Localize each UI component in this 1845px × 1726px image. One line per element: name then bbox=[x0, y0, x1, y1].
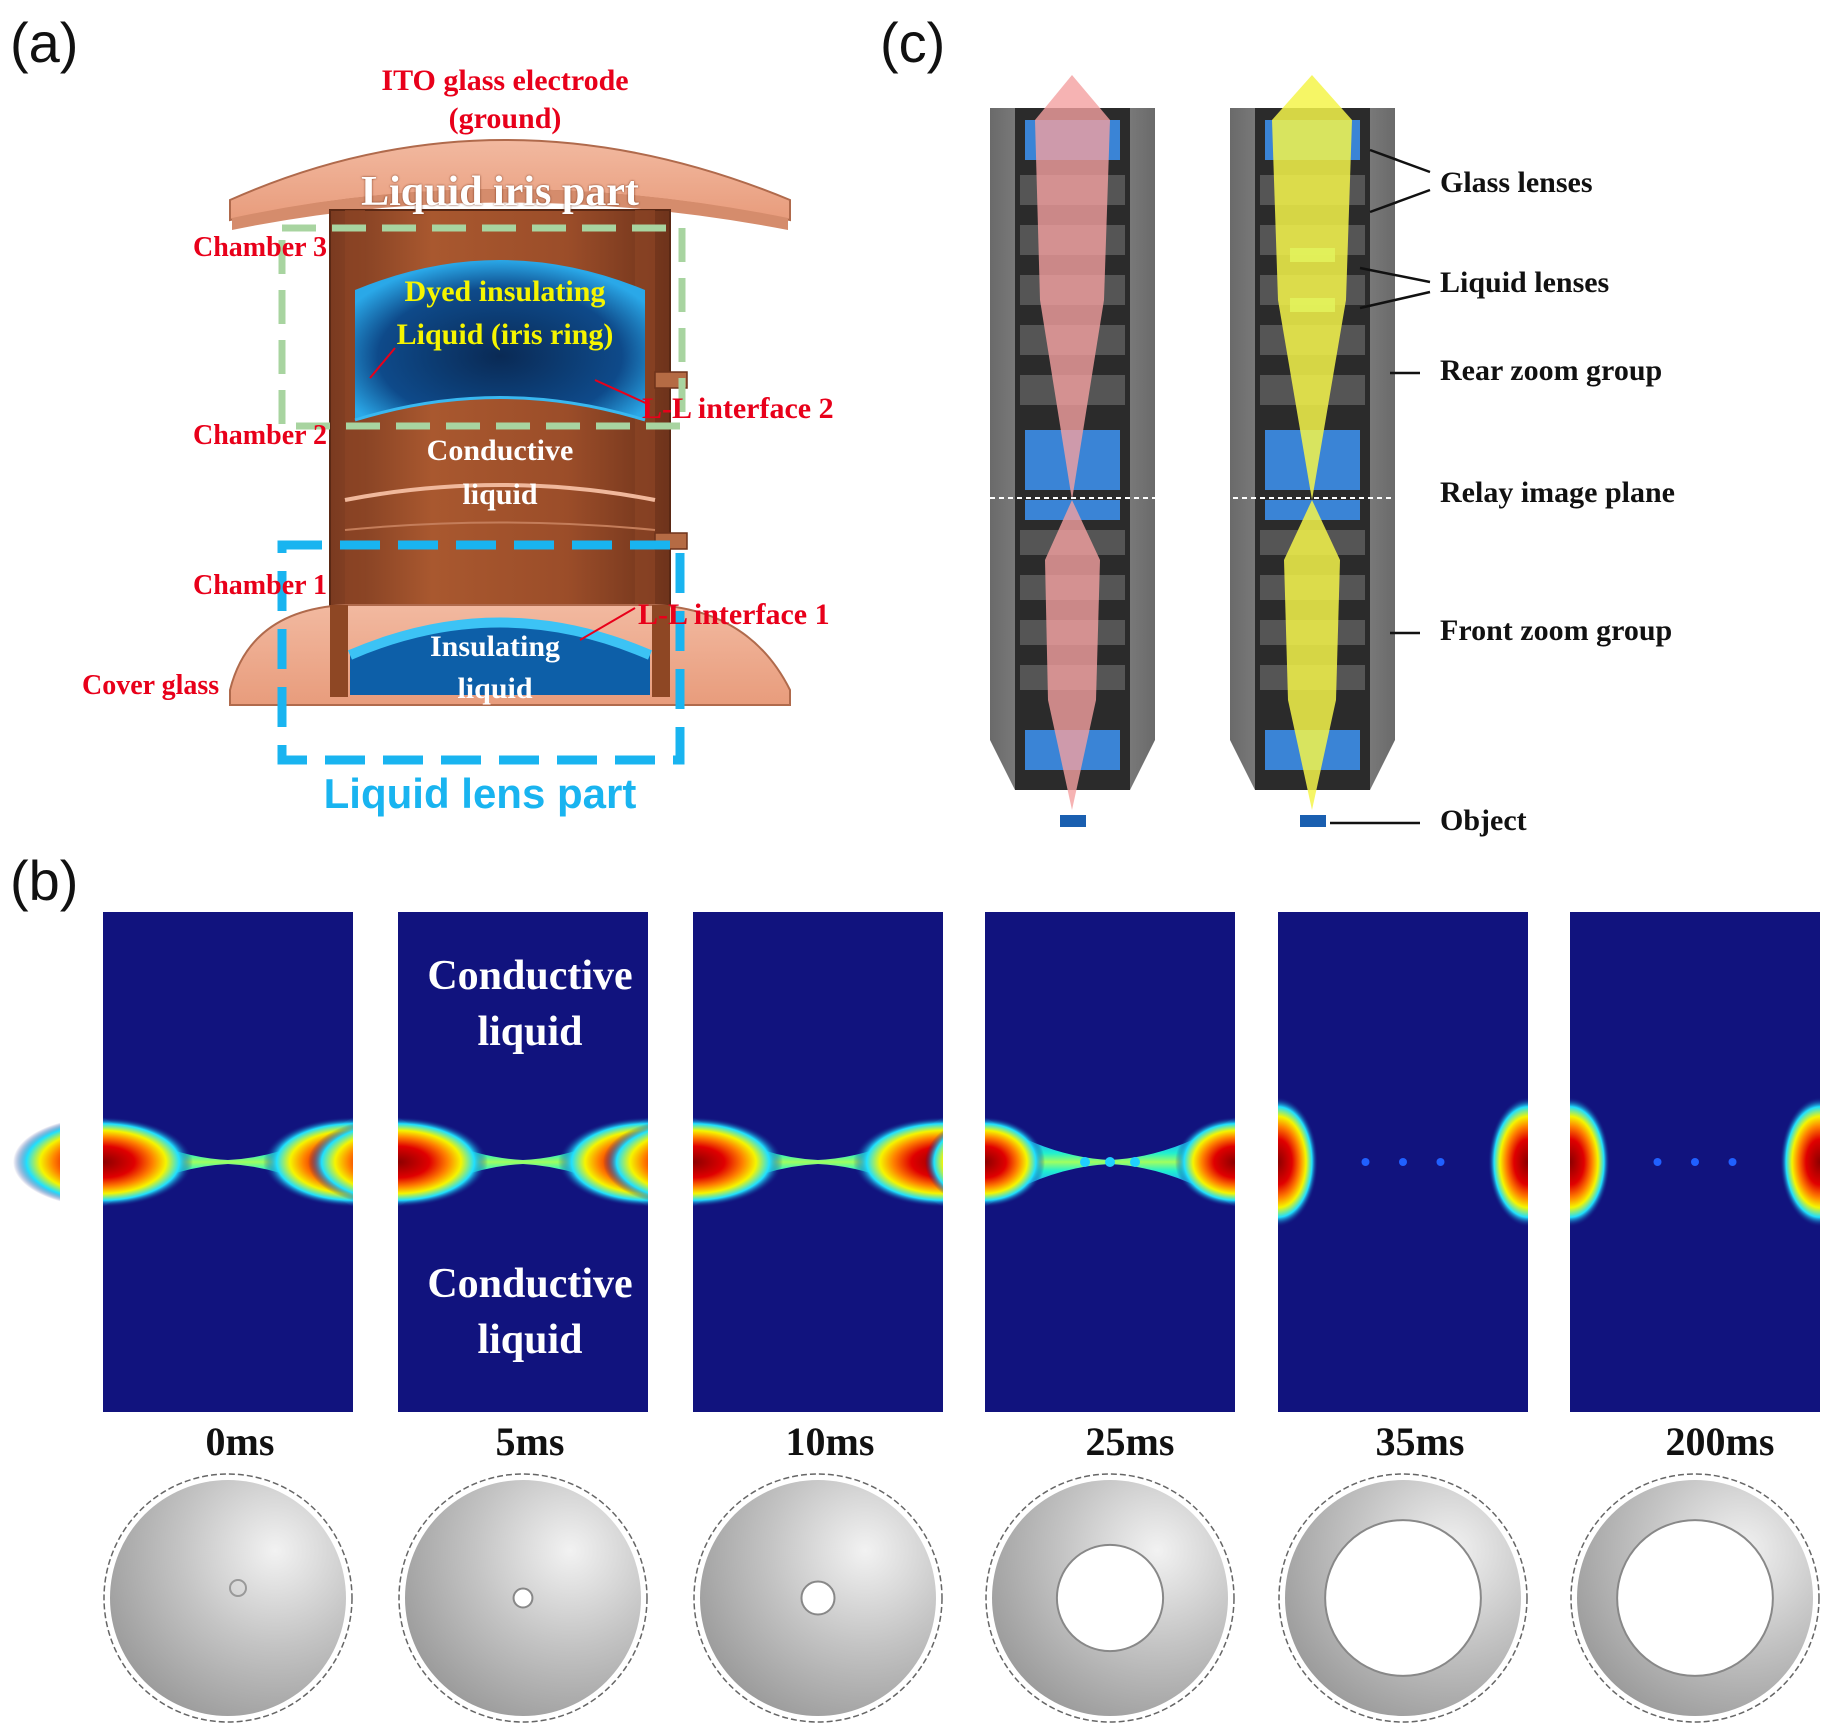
droplet-3-2 bbox=[1130, 1157, 1140, 1167]
front-ray-beam-right bbox=[1284, 500, 1340, 810]
rear-ray-beam-right bbox=[1272, 75, 1352, 500]
iris-aperture-5 bbox=[1616, 1519, 1774, 1677]
pointer-liquid-lens-2 bbox=[1359, 290, 1431, 310]
top-conductive-liquid-label-1: Conductive bbox=[427, 953, 633, 999]
pointer-glass-lens-1 bbox=[1369, 148, 1431, 174]
frame-time-label-2: 10ms bbox=[785, 1419, 875, 1464]
liquid-lenses-label: Liquid lenses bbox=[1440, 266, 1610, 299]
glass-lenses-label: Glass lenses bbox=[1440, 166, 1593, 199]
pointer-ll1 bbox=[579, 607, 636, 641]
ll-interface-1-label: L-L interface 1 bbox=[638, 598, 830, 631]
object-label: Object bbox=[1440, 804, 1527, 837]
insulating-liquid-label-1: Insulating bbox=[429, 630, 561, 663]
disk-outline-1 bbox=[398, 1473, 648, 1723]
bottom-conductive-liquid-label-1: Conductive bbox=[427, 1261, 633, 1307]
frame-time-label-0: 0ms bbox=[205, 1419, 275, 1464]
lens-part-box bbox=[277, 540, 685, 765]
relay-image-plane-label: Relay image plane bbox=[1440, 476, 1675, 509]
panel-label-c: (c) bbox=[880, 11, 946, 74]
bottom-conductive-liquid-label-2: liquid bbox=[477, 1317, 583, 1363]
iris-aperture-4 bbox=[1324, 1519, 1482, 1677]
dyed-liquid-label-1: Dyed insulating bbox=[404, 275, 606, 308]
ito-electrode-label-2: (ground) bbox=[448, 102, 562, 135]
droplet-3-0 bbox=[1080, 1157, 1090, 1167]
conductive-liquid-label-1: Conductive bbox=[426, 434, 574, 467]
disk-outline-4 bbox=[1278, 1473, 1528, 1723]
frame-gutter-5 bbox=[1528, 912, 1570, 1412]
conductive-liquid-label-2: liquid bbox=[462, 478, 538, 511]
iris-aperture-0 bbox=[229, 1579, 247, 1597]
frame-time-label-1: 5ms bbox=[495, 1419, 565, 1464]
lens-part-label: Liquid lens part bbox=[323, 770, 637, 817]
droplet-4-1 bbox=[1399, 1158, 1407, 1166]
interface-band-2 bbox=[693, 1117, 943, 1207]
ito-electrode-label-1: ITO glass electrode bbox=[381, 64, 629, 97]
droplet-4-0 bbox=[1361, 1158, 1370, 1166]
iris-ring-liquid bbox=[355, 260, 645, 420]
chamber3-label: Chamber 3 bbox=[193, 232, 328, 263]
iris-disk-0 bbox=[110, 1480, 346, 1716]
pointer-glass-lens-2 bbox=[1369, 188, 1431, 214]
frame-gutter-0 bbox=[60, 912, 103, 1412]
pointer-ll2 bbox=[594, 379, 651, 406]
frame-time-label-5: 200ms bbox=[1665, 1419, 1775, 1464]
iris-aperture-2 bbox=[800, 1580, 836, 1616]
insulating-liquid-label-2: liquid bbox=[457, 672, 533, 705]
top-conductive-liquid-label-2: liquid bbox=[477, 1009, 583, 1055]
iris-aperture-1 bbox=[512, 1587, 534, 1609]
frame-time-label-4: 35ms bbox=[1375, 1419, 1465, 1464]
dyed-liquid-label-2: Liquid (iris ring) bbox=[396, 318, 614, 351]
rear-zoom-group-label: Rear zoom group bbox=[1440, 354, 1663, 387]
frame-gutter-4 bbox=[1235, 912, 1278, 1412]
front-ray-beam-left bbox=[1045, 500, 1100, 810]
droplet-5-0 bbox=[1653, 1158, 1662, 1166]
left-barrel bbox=[990, 75, 1155, 827]
disk-outline-5 bbox=[1570, 1473, 1820, 1723]
frame-gutter-end bbox=[1820, 912, 1845, 1412]
pointer-liquid-lens-1 bbox=[1359, 266, 1431, 284]
chamber2-label: Chamber 2 bbox=[193, 420, 328, 451]
frame-gutter-2 bbox=[648, 912, 693, 1412]
insulating-liquid bbox=[350, 622, 650, 695]
iris-aperture-3 bbox=[1055, 1543, 1165, 1653]
rear-ray-beam-left bbox=[1035, 75, 1110, 500]
iris-part-box bbox=[278, 224, 686, 430]
chamber1-label: Chamber 1 bbox=[193, 570, 328, 601]
disk-outline-0 bbox=[103, 1473, 353, 1723]
disk-outline-2 bbox=[693, 1473, 943, 1723]
panel-label-a: (a) bbox=[10, 11, 79, 74]
cover-glass-label: Cover glass bbox=[82, 670, 220, 701]
front-zoom-group-label: Front zoom group bbox=[1440, 614, 1673, 647]
ll-interface-2-label: L-L interface 2 bbox=[642, 392, 834, 425]
pointer-iris-ring bbox=[369, 347, 396, 379]
disk-outline-3 bbox=[985, 1473, 1235, 1723]
panel-label-b: (b) bbox=[10, 849, 79, 912]
interface-band-1 bbox=[398, 1117, 648, 1207]
frame-gutter-1 bbox=[353, 912, 398, 1412]
frame-gutter-3 bbox=[943, 912, 985, 1412]
droplet-5-1 bbox=[1691, 1158, 1699, 1166]
droplet-3-1 bbox=[1105, 1157, 1115, 1167]
interface-band-0 bbox=[103, 1117, 353, 1207]
frame-time-label-3: 25ms bbox=[1085, 1419, 1175, 1464]
right-barrel bbox=[1230, 75, 1395, 827]
droplet-4-2 bbox=[1436, 1158, 1445, 1166]
iris-part-label: Liquid iris part bbox=[361, 169, 639, 215]
droplet-5-2 bbox=[1728, 1158, 1737, 1166]
